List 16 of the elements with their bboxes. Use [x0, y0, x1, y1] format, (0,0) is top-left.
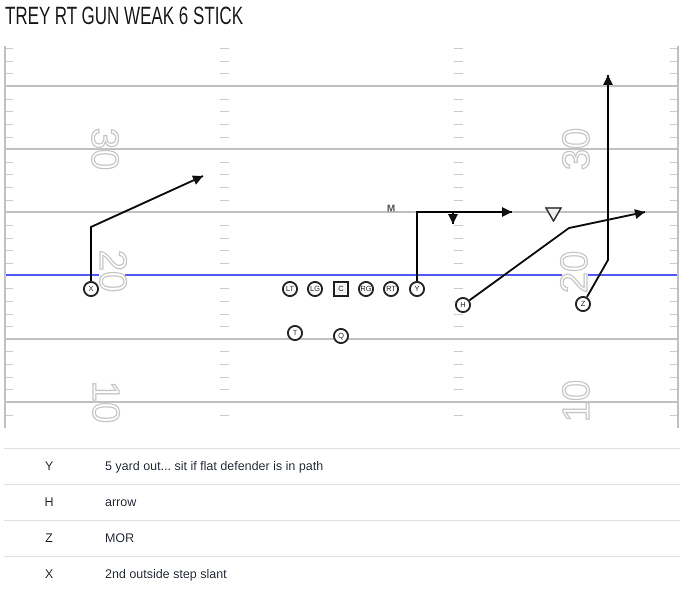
route-description: 2nd outside step slant	[105, 566, 227, 582]
player-label: Y	[44, 458, 54, 474]
route-arrow	[468, 209, 646, 302]
route-arrow	[416, 211, 458, 281]
defender-triangle	[544, 206, 562, 222]
route-arrow	[90, 175, 204, 281]
player-label: H	[44, 494, 54, 510]
route-arrow	[586, 75, 613, 298]
player-label: X	[44, 566, 54, 582]
route-description: arrow	[105, 494, 136, 510]
play-title: TREY RT GUN WEAK 6 STICK	[5, 3, 244, 29]
player-label: Z	[45, 530, 53, 546]
route-description: MOR	[105, 530, 134, 546]
position-letter: M	[386, 204, 396, 214]
route-description: 5 yard out... sit if flat defender is in path	[105, 458, 324, 474]
yard-number: 20	[99, 250, 125, 292]
